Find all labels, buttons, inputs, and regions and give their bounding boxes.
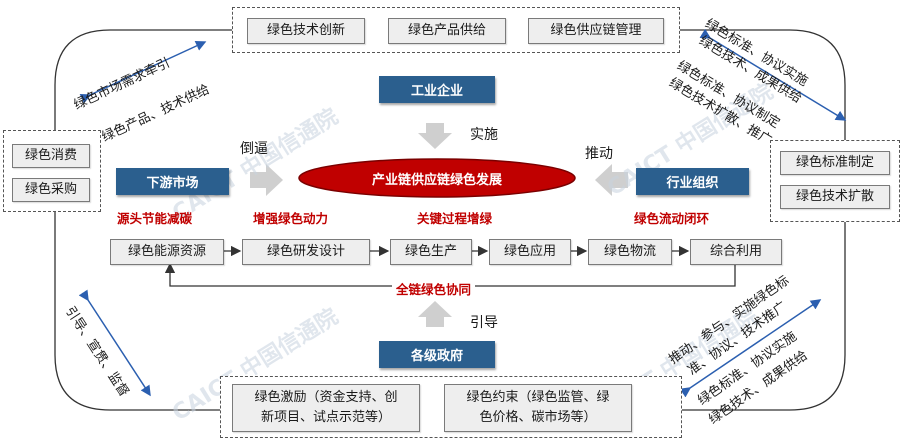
- stage-chain-collab: 全链绿色协同: [392, 279, 476, 298]
- center-ellipse-label: 产业链供应链绿色发展: [371, 173, 502, 188]
- center-ellipse-shape: [298, 158, 576, 198]
- label-implement: 实施: [470, 127, 498, 143]
- incentive-line-2: 新项目、试点示范等）: [260, 410, 391, 425]
- left-item-green-procurement: 绿色采购: [12, 178, 90, 202]
- top-item-tech-innovation: 绿色技术创新: [247, 18, 365, 44]
- label-force: 倒逼: [240, 141, 268, 157]
- actor-industry-enterprise: 工业企业: [379, 76, 495, 103]
- chain-production: 绿色生产: [390, 239, 472, 265]
- stage-source-carbon: 源头节能减碳: [117, 211, 193, 226]
- label-promote: 推动: [585, 146, 613, 162]
- stage-green-loop: 绿色流动闭环: [634, 211, 710, 226]
- label-guide: 引导: [470, 315, 498, 331]
- bottom-item-incentive: 绿色激励（资金支持、创 新项目、试点示范等）: [232, 384, 420, 432]
- stage-green-power: 增强绿色动力: [253, 211, 329, 226]
- chain-energy-resources: 绿色能源资源: [110, 239, 224, 265]
- stage-key-process: 关键过程增绿: [417, 211, 493, 226]
- actor-downstream-market: 下游市场: [116, 168, 229, 195]
- actor-government: 各级政府: [379, 341, 495, 368]
- constraint-line-1: 绿色约束（绿色监管、绿: [466, 390, 610, 405]
- chain-logistics: 绿色物流: [588, 239, 672, 265]
- chain-rd-design: 绿色研发设计: [242, 239, 370, 265]
- chain-recycling: 综合利用: [690, 239, 782, 265]
- top-item-product-supply: 绿色产品供给: [388, 18, 506, 44]
- bottom-item-constraint: 绿色约束（绿色监管、绿 色价格、碳市场等）: [444, 384, 632, 432]
- incentive-line-1: 绿色激励（资金支持、创: [254, 390, 398, 405]
- right-item-tech-diffusion: 绿色技术扩散: [780, 185, 890, 209]
- right-item-standard-setting: 绿色标准制定: [780, 151, 890, 175]
- left-item-green-consumption: 绿色消费: [12, 144, 90, 168]
- chain-application: 绿色应用: [489, 239, 571, 265]
- top-item-supply-chain-mgmt: 绿色供应链管理: [528, 18, 664, 44]
- actor-industry-organization: 行业组织: [636, 168, 749, 195]
- constraint-line-2: 色价格、碳市场等）: [479, 410, 597, 425]
